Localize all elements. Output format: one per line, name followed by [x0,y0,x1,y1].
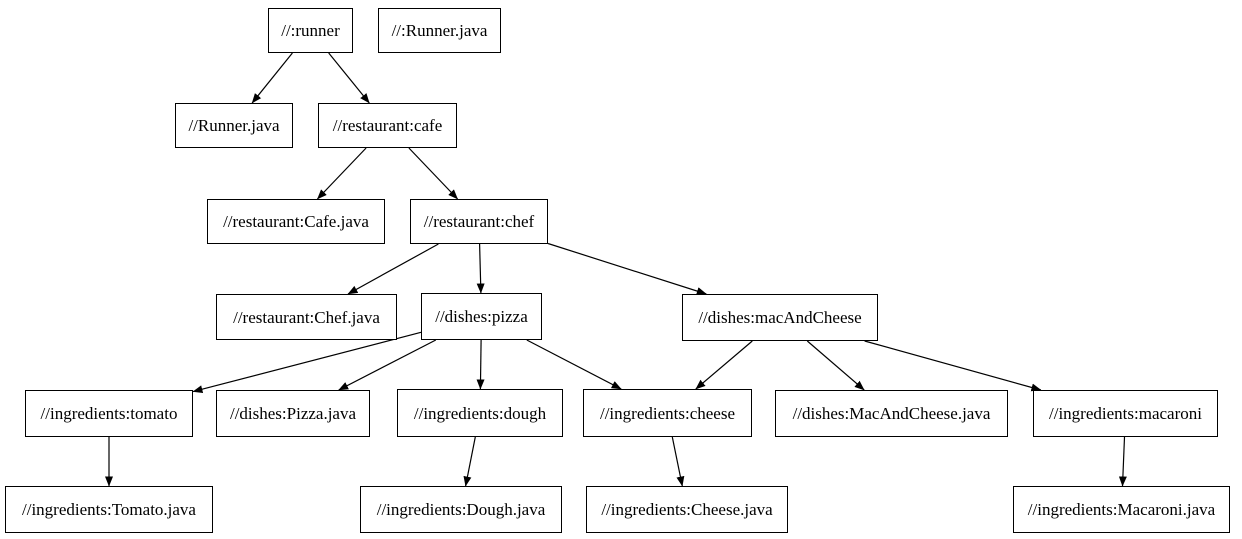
edge-chef-to-pizza [476,243,485,294]
edges-group [105,52,1127,487]
graph-node-macaroni: //ingredients:macaroni [1033,390,1218,437]
graph-node-macaroni-java: //ingredients:Macaroni.java [1013,486,1230,533]
edge-pizza-to-pizza-java [338,339,437,391]
graph-node-pizza: //dishes:pizza [421,293,542,340]
graph-node-tomato: //ingredients:tomato [25,390,193,437]
graph-node-dough: //ingredients:dough [397,389,563,437]
graph-node-mac-and-cheese: //dishes:macAndCheese [682,294,878,341]
edge-runner-to-runner-java [251,52,293,104]
edge-runner-to-cafe [328,52,370,104]
edge-pizza-to-tomato [192,331,422,394]
edge-pizza-to-cheese [526,339,622,390]
graph-node-runner-java-top: //:Runner.java [378,8,501,53]
edge-macaroni-to-macaroni-java [1118,436,1127,487]
edge-dough-to-dough-java [463,436,476,487]
edge-chef-to-chef-java [347,243,439,295]
graph-node-runner-java: //Runner.java [175,103,293,148]
graph-node-cheese-java: //ingredients:Cheese.java [586,486,788,533]
graph-node-cafe-java: //restaurant:Cafe.java [207,199,385,244]
graph-node-dough-java: //ingredients:Dough.java [360,486,562,533]
edge-cafe-to-cafe-java [316,147,367,200]
edge-cafe-to-chef [408,147,459,200]
edge-mac-and-cheese-to-cheese [695,340,753,390]
graph-node-mac-and-cheese-java: //dishes:MacAndCheese.java [775,390,1008,437]
edge-pizza-to-dough [476,339,485,390]
graph-node-cheese: //ingredients:cheese [583,389,752,437]
graph-node-cafe: //restaurant:cafe [318,103,457,148]
edge-chef-to-mac-and-cheese [547,242,707,295]
graph-node-runner: //:runner [268,8,353,53]
graph-node-chef-java: //restaurant:Chef.java [216,294,397,340]
graph-node-chef: //restaurant:chef [410,199,548,244]
edge-mac-and-cheese-to-mac-and-cheese-java [806,340,865,391]
edge-mac-and-cheese-to-macaroni [864,340,1042,392]
graph-node-pizza-java: //dishes:Pizza.java [216,390,370,437]
edge-cheese-to-cheese-java [671,436,685,487]
graph-node-tomato-java: //ingredients:Tomato.java [5,486,213,533]
